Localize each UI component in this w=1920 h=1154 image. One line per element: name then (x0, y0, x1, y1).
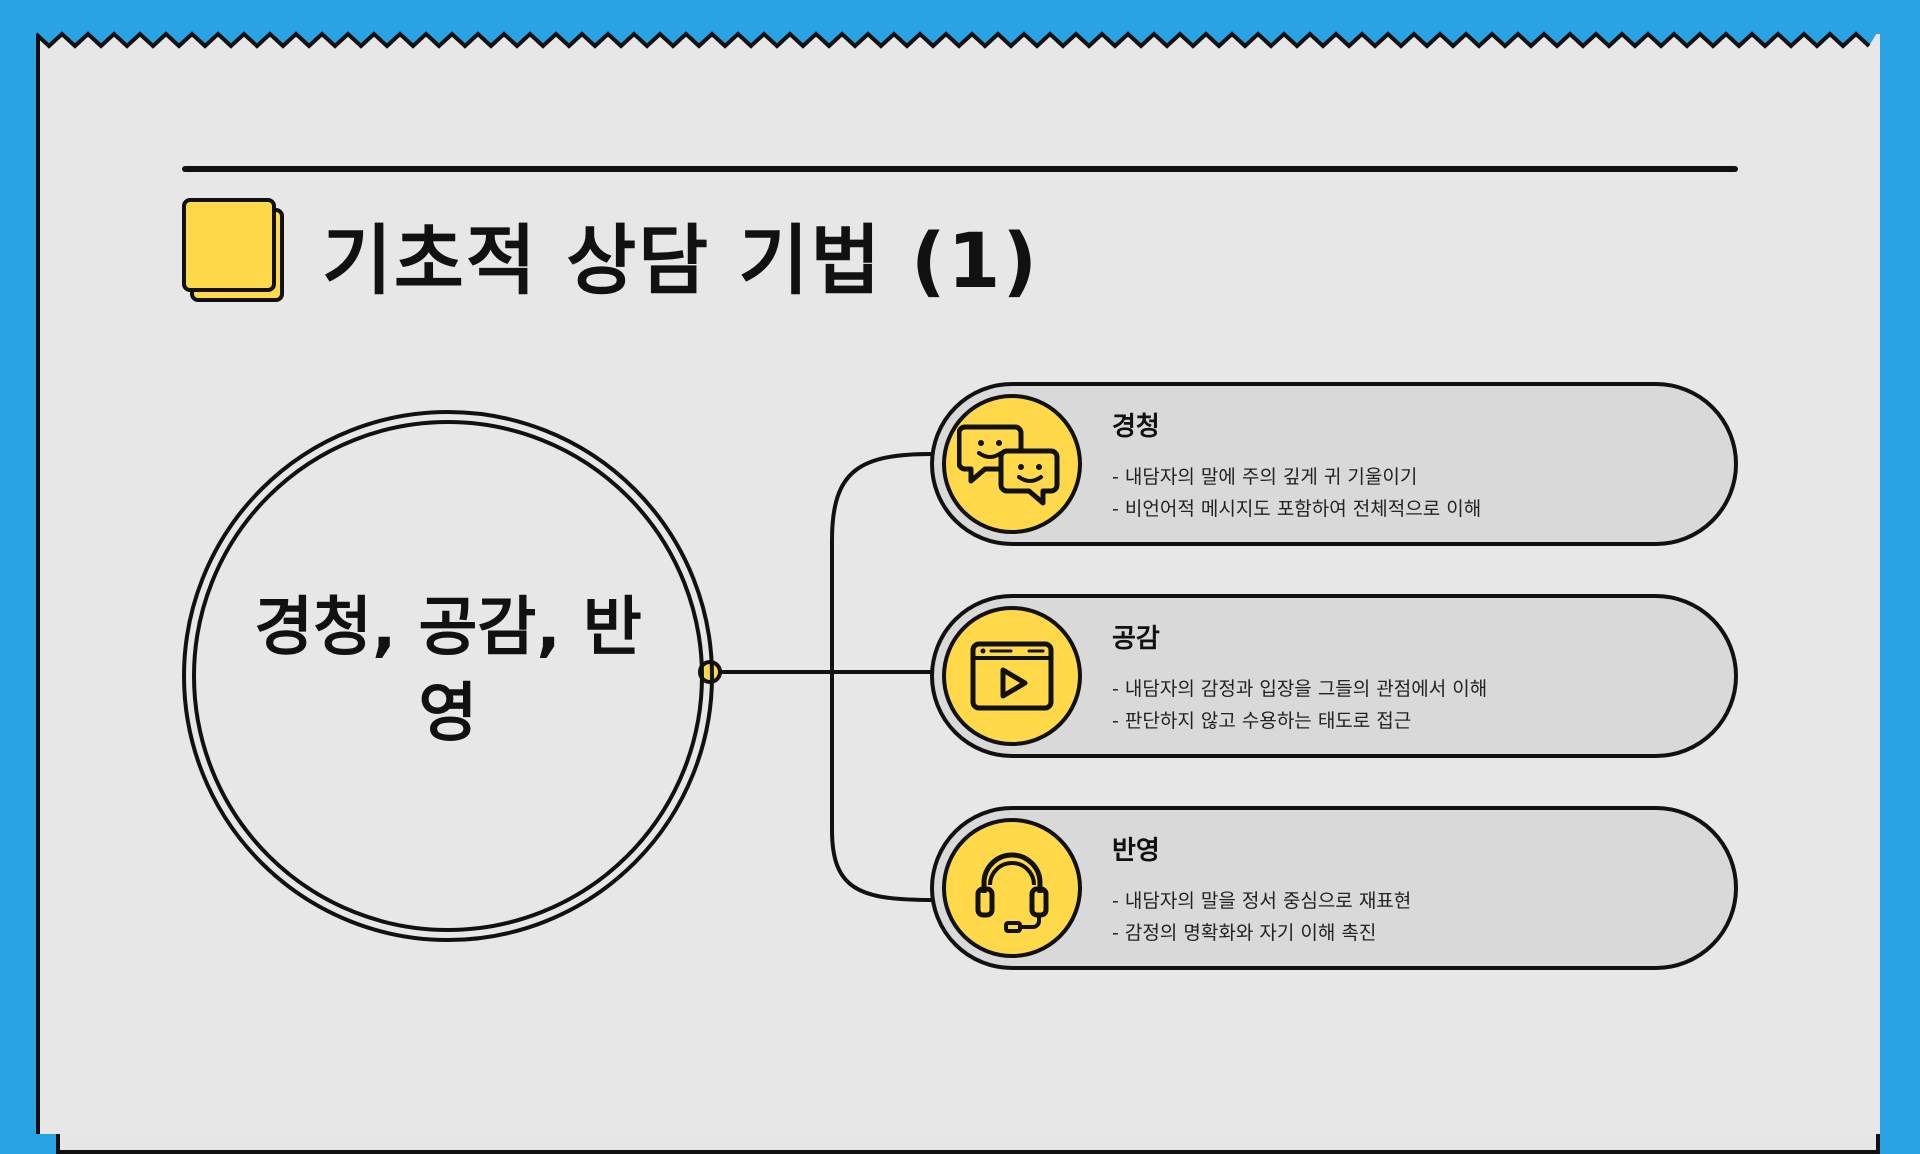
card-line: - 내담자의 말을 정서 중심으로 재표현 (1112, 890, 1412, 912)
video-player-icon (942, 606, 1082, 746)
title-square-icon (182, 198, 288, 306)
card-empathy: 공감 - 내담자의 감정과 입장을 그들의 관점에서 이해 - 판단하지 않고 … (930, 594, 1738, 758)
center-circle-text: 경청, 공감, 반영 (254, 591, 642, 751)
headset-icon (942, 818, 1082, 958)
connector-top (830, 452, 933, 902)
top-rule (182, 166, 1738, 172)
card-line: - 비언어적 메시지도 포함하여 전체적으로 이해 (1112, 498, 1482, 520)
card-line: - 내담자의 말에 주의 깊게 귀 기울이기 (1112, 466, 1418, 488)
center-circle (182, 410, 714, 942)
page-title: 기초적 상담 기법 (1) (322, 216, 1040, 305)
chat-bubbles-icon (942, 394, 1082, 534)
card-line: - 내담자의 감정과 입장을 그들의 관점에서 이해 (1112, 678, 1488, 700)
card-listening: 경청 - 내담자의 말에 주의 깊게 귀 기울이기 - 비언어적 메시지도 포함… (930, 382, 1738, 546)
card-reflection: 반영 - 내담자의 말을 정서 중심으로 재표현 - 감정의 명확화와 자기 이… (930, 806, 1738, 970)
card-line: - 감정의 명확화와 자기 이해 촉진 (1112, 922, 1377, 944)
card-line: - 판단하지 않고 수용하는 태도로 접근 (1112, 710, 1412, 732)
card-title: 공감 (1112, 624, 1160, 654)
zigzag-edge (36, 28, 1880, 49)
card-title: 경청 (1112, 412, 1160, 442)
card-title: 반영 (1112, 836, 1160, 866)
